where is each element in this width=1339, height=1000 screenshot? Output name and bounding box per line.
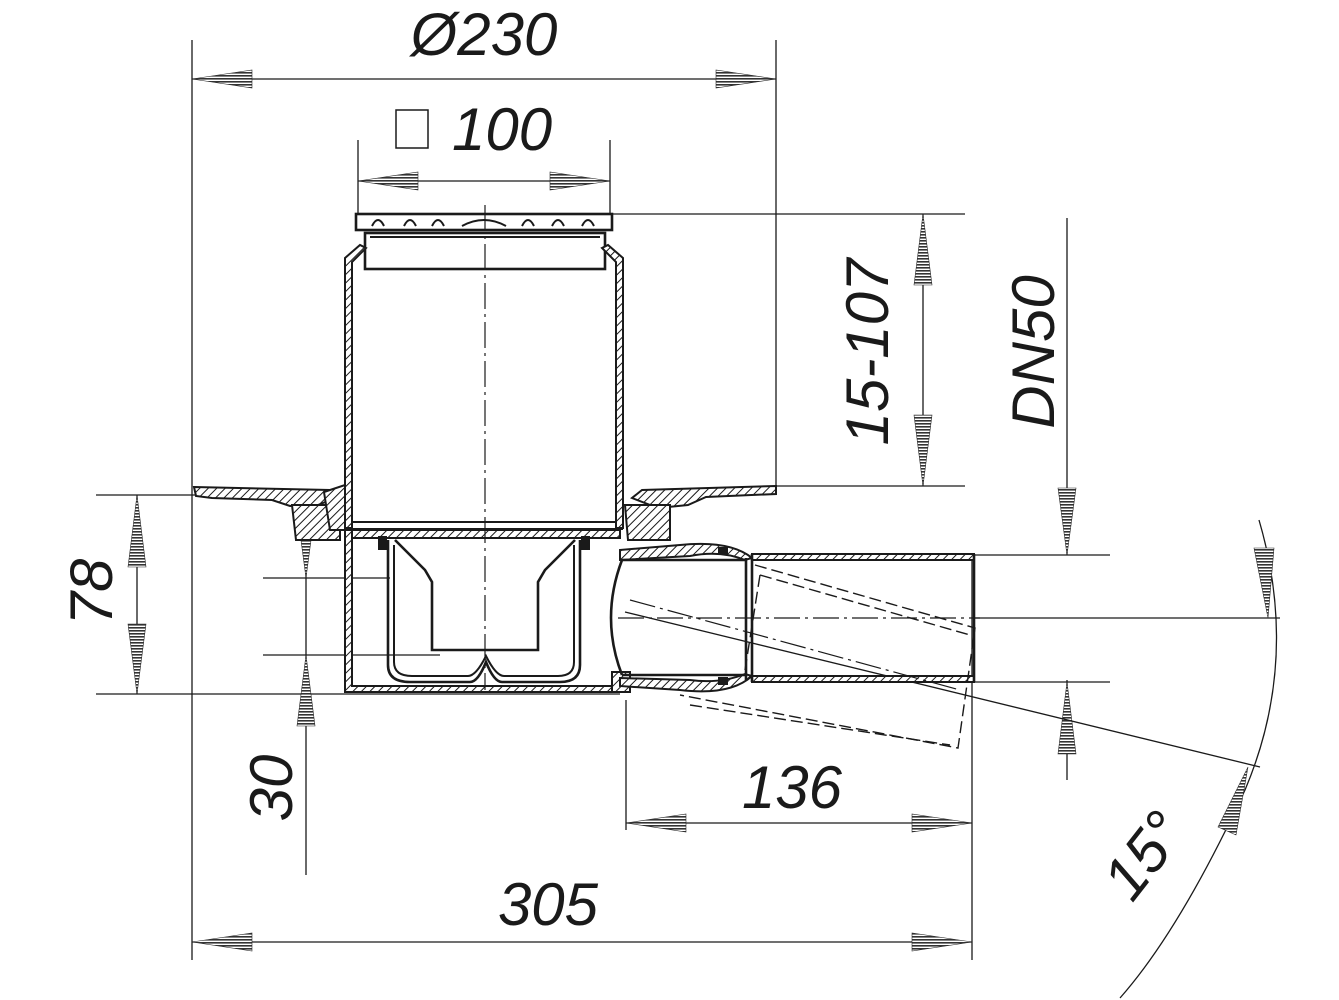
dim-height-adjust: 15-107 xyxy=(834,256,901,445)
dim-grate-size: 100 xyxy=(452,96,552,163)
dim-outlet-length: 136 xyxy=(742,754,843,821)
dim-water-seal: 30 xyxy=(238,755,305,822)
dim-outer-diameter: Ø230 xyxy=(409,1,558,68)
dim-overall-length: 305 xyxy=(498,871,599,938)
dimension-labels: Ø230 100 15-107 DN50 78 30 136 305 15° xyxy=(58,1,1198,938)
dim-outlet-nominal: DN50 xyxy=(1000,275,1067,428)
square-symbol-icon xyxy=(395,109,429,149)
dim-body-height: 78 xyxy=(58,558,125,625)
dimension-lines xyxy=(127,69,1280,999)
dim-outlet-angle: 15° xyxy=(1090,799,1199,912)
drain-body xyxy=(192,205,777,693)
outlet-pipe xyxy=(609,542,980,749)
